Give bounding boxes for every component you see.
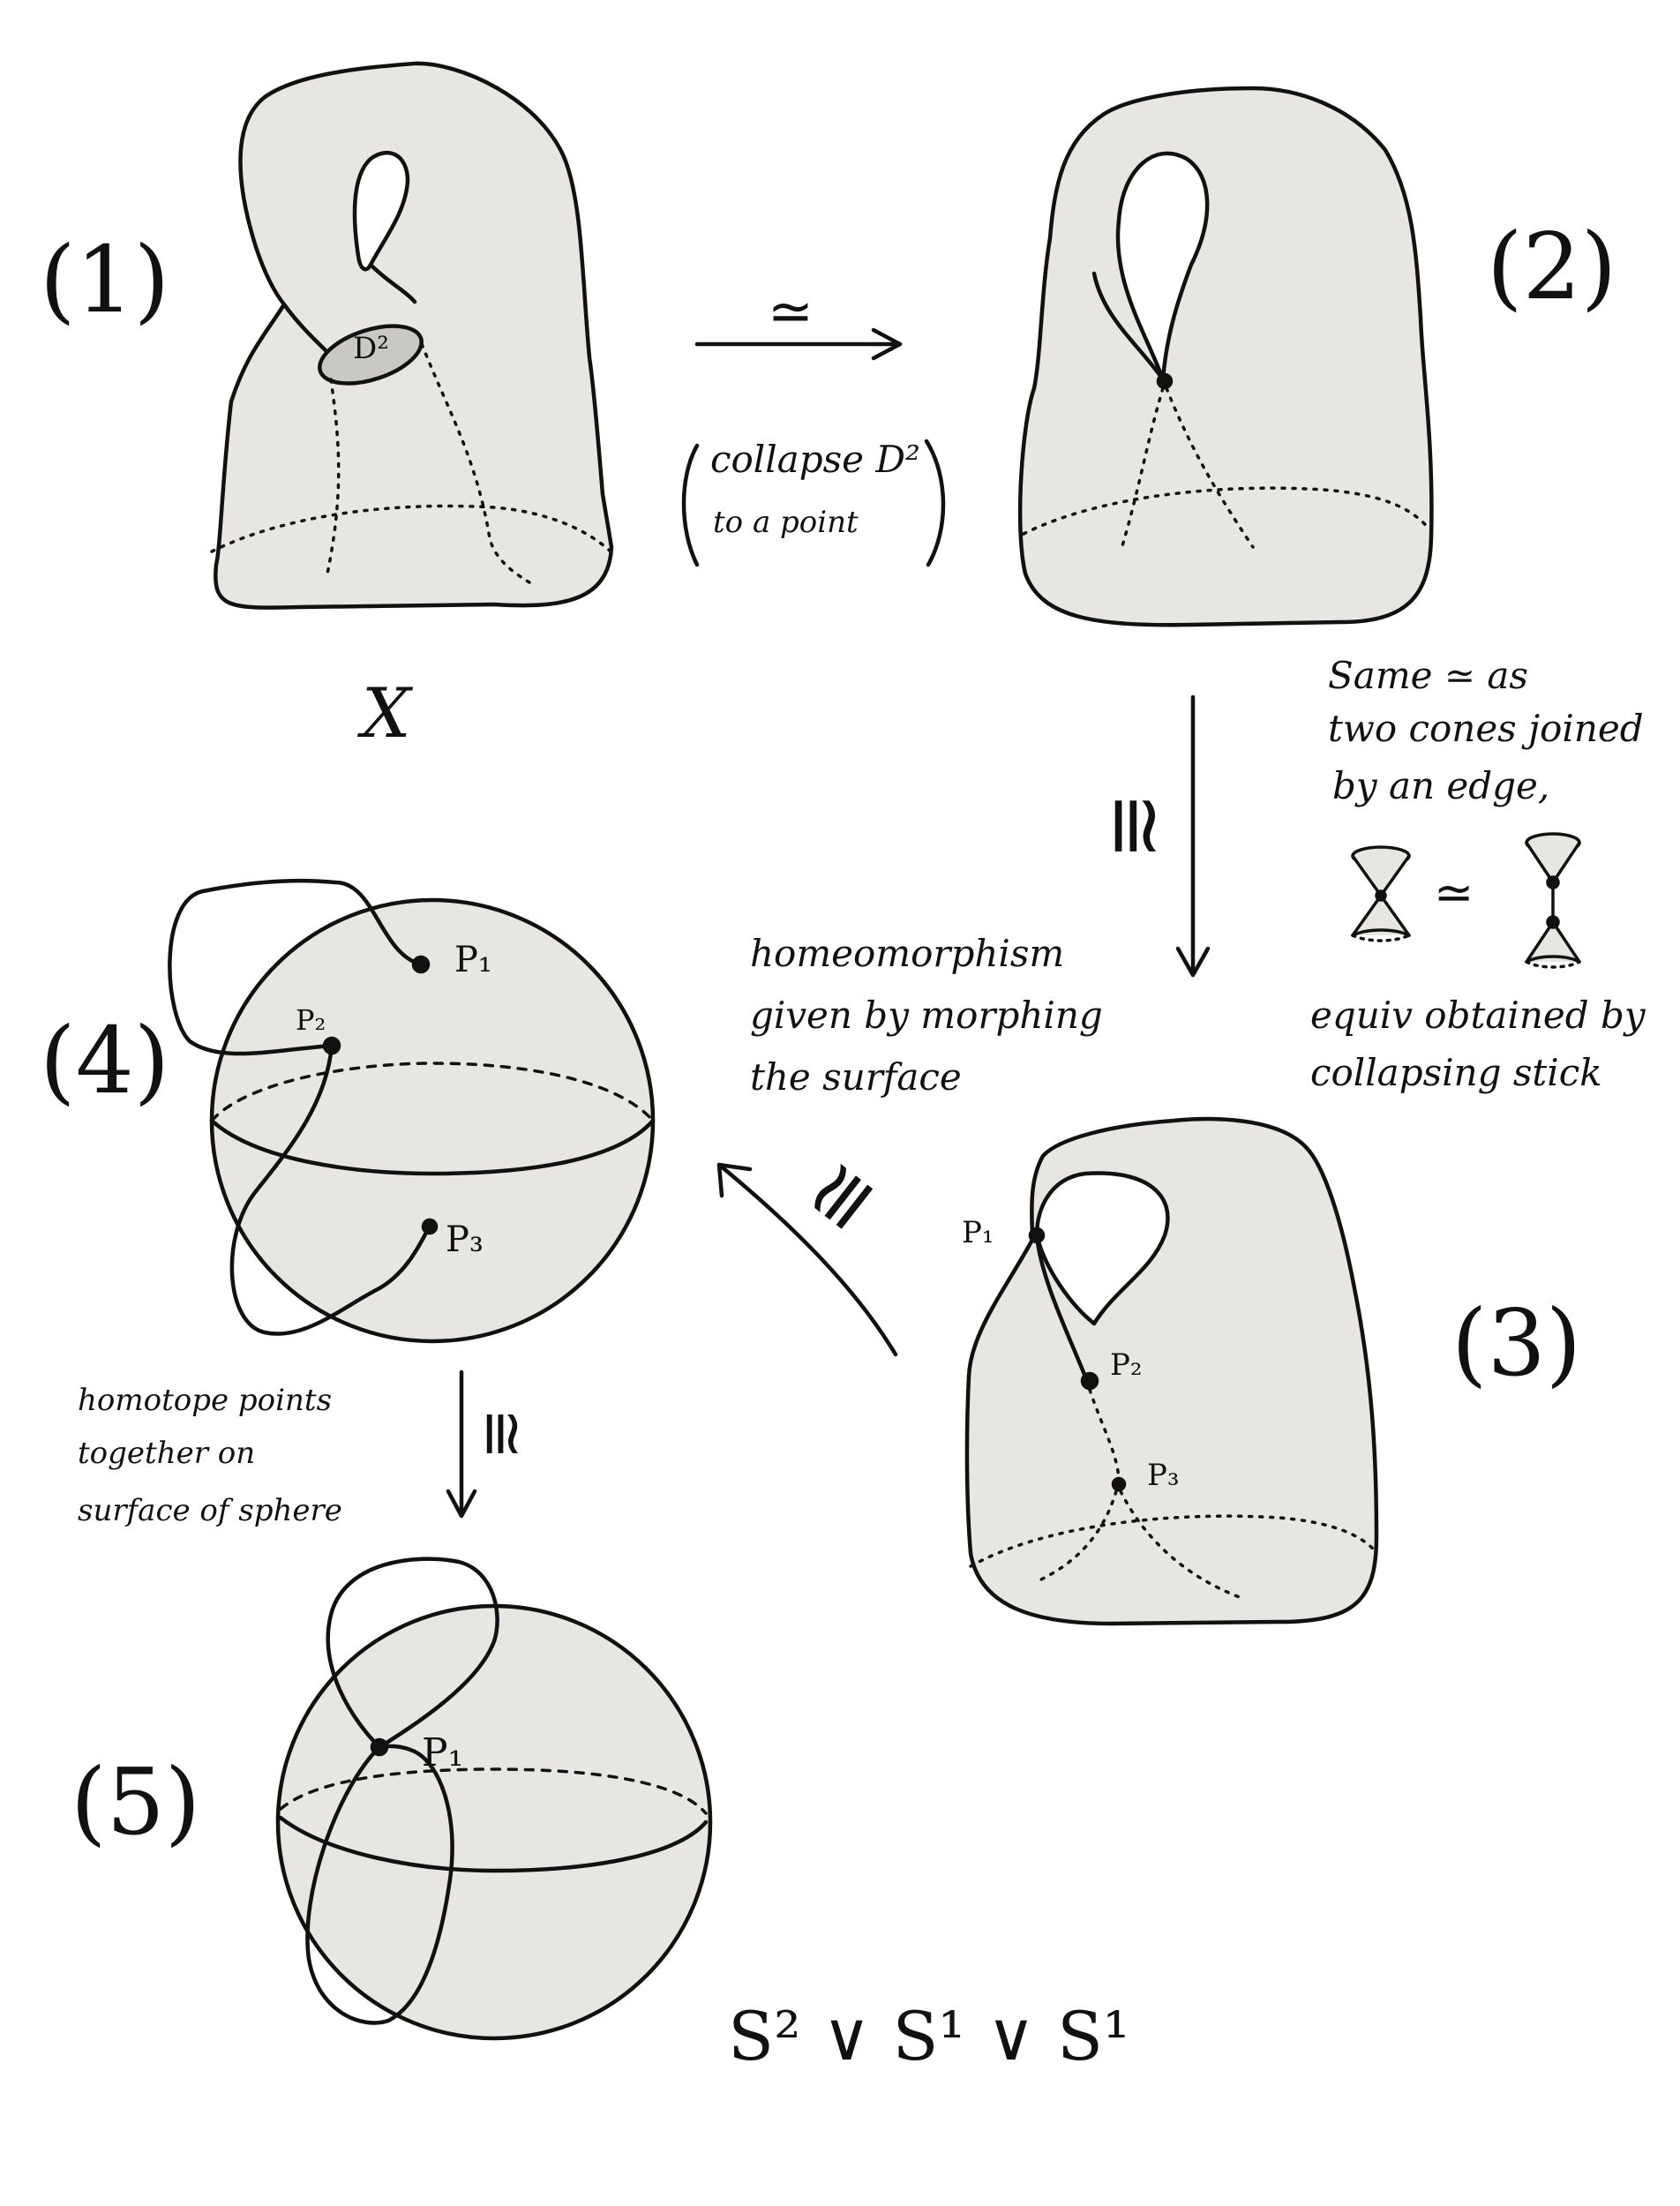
arrow-2-3-symbol: ≅ [1088, 792, 1183, 860]
step-label-5: (5) [71, 1748, 201, 1856]
surface-p3-label: P₃ [1147, 1458, 1180, 1493]
arrow-4-to-5 [446, 1369, 477, 1519]
sphere-p3-label: P₃ [446, 1219, 484, 1260]
collapse-note-line2: to a point [713, 505, 859, 540]
equiv-note-line2: collapsing stick [1310, 1051, 1602, 1094]
step-label-4: (4) [40, 1007, 170, 1114]
surface-collapsed [1017, 86, 1434, 627]
arrow-4-5-symbol: ≅ [466, 1407, 539, 1460]
wedge-p1-label: P₁ [422, 1730, 464, 1775]
arrow-3-to-4 [716, 1162, 898, 1357]
surface-three-points [964, 1116, 1379, 1626]
homeo-note-line1: homeomorphism [750, 932, 1065, 975]
disk-label: D² [353, 331, 389, 366]
step-label-3: (3) [1451, 1289, 1582, 1397]
surface-p1-label: P₁ [962, 1215, 994, 1250]
homotope-note-line3: surface of sphere [78, 1493, 342, 1528]
sphere-p1-label: P₁ [454, 940, 492, 980]
arrow-2-to-3 [1175, 694, 1211, 978]
homotope-note-line1: homotope points [78, 1383, 333, 1418]
sphere-p2-label: P₂ [296, 1003, 326, 1037]
cones-equiv-symbol: ≃ [1434, 865, 1474, 920]
homeo-note-line3: the surface [750, 1055, 962, 1099]
same-note-line3: by an edge, [1332, 764, 1550, 807]
surface-p2-label: P₂ [1110, 1347, 1143, 1383]
space-x-label: X [362, 674, 411, 754]
step-label-1: (1) [40, 226, 170, 334]
sphere-wedge [275, 1557, 713, 2041]
arrow-1-to-2 [681, 327, 946, 567]
step-label-2: (2) [1487, 213, 1617, 320]
equiv-note-line1: equiv obtained by [1310, 994, 1646, 1037]
same-note-line2: two cones joined [1328, 707, 1644, 750]
sphere-three-points [168, 878, 656, 1344]
cones-illustration [1351, 832, 1581, 969]
surface-x [210, 61, 614, 610]
homeo-note-line2: given by morphing [750, 994, 1103, 1037]
collapse-note-line1: collapse D² [710, 438, 920, 481]
homotope-note-line2: together on [78, 1436, 256, 1471]
arrow-1-2-symbol: ≃ [768, 279, 814, 343]
same-note-line1: Same ≃ as [1328, 654, 1528, 697]
result-label: S² ∨ S¹ ∨ S¹ [728, 1997, 1130, 2075]
